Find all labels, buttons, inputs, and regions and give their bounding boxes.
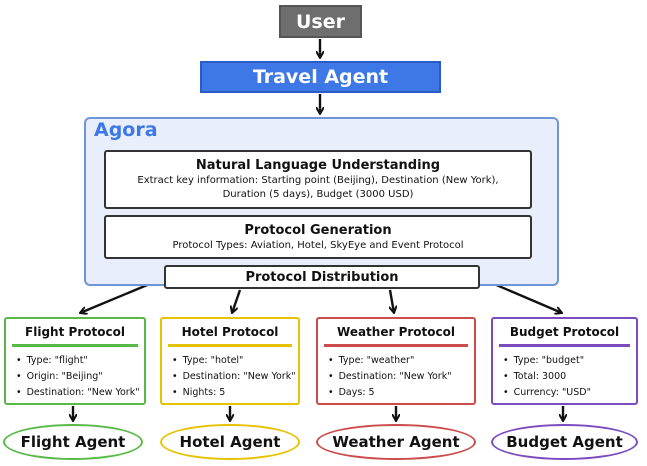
protocol-generation-box: Protocol Generation Protocol Types: Avia…: [104, 215, 532, 259]
list-item: Destination: "New York": [172, 369, 296, 385]
nlu-title: Natural Language Understanding: [195, 158, 441, 173]
hotel-protocol-box: Hotel Protocol Type: "hotel" Destination…: [160, 317, 300, 405]
hotel-protocol-title: Hotel Protocol: [181, 325, 279, 339]
hotel-agent-node: Hotel Agent: [160, 424, 300, 460]
flight-agent-label: Flight Agent: [20, 433, 126, 451]
flight-protocol-box: Flight Protocol Type: "flight" Origin: "…: [4, 317, 146, 405]
list-item: Destination: "New York": [16, 385, 140, 401]
weather-agent-label: Weather Agent: [332, 433, 460, 451]
budget-agent-label: Budget Agent: [506, 433, 623, 451]
arrow-to-hotel: [232, 289, 242, 313]
nlu-line-2: Duration (5 days), Budget (3000 USD): [222, 189, 414, 200]
weather-agent-node: Weather Agent: [316, 424, 476, 460]
weather-protocol-box: Weather Protocol Type: "weather" Destina…: [316, 317, 476, 405]
list-item: Total: 3000: [503, 369, 591, 385]
agora-title: Agora: [94, 119, 158, 141]
flight-protocol-rule: [12, 344, 138, 347]
travel-agent-box: Travel Agent: [200, 61, 441, 93]
hotel-agent-label: Hotel Agent: [179, 433, 281, 451]
arrow-to-weather: [388, 289, 394, 313]
protocol-distribution-box: Protocol Distribution: [164, 265, 480, 289]
hotel-protocol-rule: [168, 344, 292, 347]
budget-protocol-items: Type: "budget" Total: 3000 Currency: "US…: [503, 353, 591, 401]
nlu-box: Natural Language Understanding Extract k…: [104, 150, 532, 209]
user-box: User: [279, 5, 362, 38]
budget-protocol-rule: [499, 344, 630, 347]
weather-protocol-items: Type: "weather" Destination: "New York" …: [328, 353, 452, 401]
list-item: Currency: "USD": [503, 385, 591, 401]
user-label: User: [296, 10, 345, 33]
hotel-protocol-items: Type: "hotel" Destination: "New York" Ni…: [172, 353, 296, 401]
list-item: Type: "flight": [16, 353, 140, 369]
list-item: Type: "weather": [328, 353, 452, 369]
travel-agent-label: Travel Agent: [252, 66, 389, 88]
list-item: Type: "hotel": [172, 353, 296, 369]
protocol-generation-title: Protocol Generation: [244, 222, 392, 238]
budget-agent-node: Budget Agent: [491, 424, 638, 460]
protocol-distribution-title: Protocol Distribution: [245, 269, 399, 285]
weather-protocol-rule: [324, 344, 468, 347]
budget-protocol-box: Budget Protocol Type: "budget" Total: 30…: [491, 317, 638, 405]
flight-protocol-title: Flight Protocol: [25, 325, 125, 339]
budget-protocol-title: Budget Protocol: [509, 325, 620, 339]
nlu-line-1: Extract key information: Starting point …: [137, 175, 499, 186]
list-item: Destination: "New York": [328, 369, 452, 385]
list-item: Nights: 5: [172, 385, 296, 401]
list-item: Days: 5: [328, 385, 452, 401]
weather-protocol-title: Weather Protocol: [337, 325, 455, 339]
list-item: Type: "budget": [503, 353, 591, 369]
flight-protocol-items: Type: "flight" Origin: "Beijing" Destina…: [16, 353, 140, 401]
flight-agent-node: Flight Agent: [3, 424, 143, 460]
list-item: Origin: "Beijing": [16, 369, 140, 385]
protocol-generation-text: Protocol Types: Aviation, Hotel, SkyEye …: [172, 239, 464, 251]
